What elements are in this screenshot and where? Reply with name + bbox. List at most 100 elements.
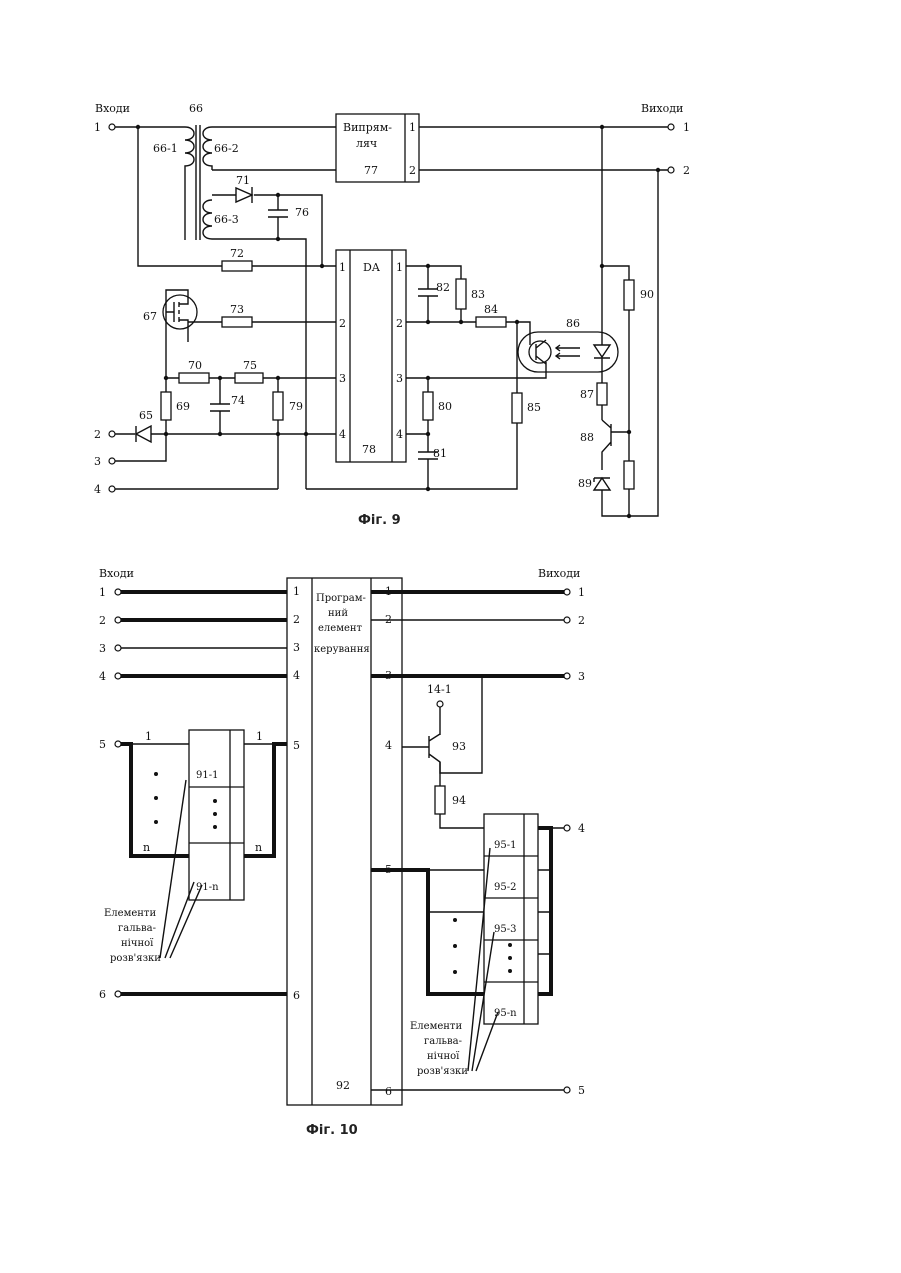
resistor-72 bbox=[222, 317, 252, 327]
diode-70 bbox=[236, 188, 252, 202]
fig10-input-terminal-1[interactable] bbox=[115, 589, 121, 595]
fig9-input-pin-4: 4 bbox=[94, 483, 101, 496]
fig10-input-terminal-6[interactable] bbox=[115, 991, 121, 997]
fig10-output-terminal-5[interactable] bbox=[564, 1087, 570, 1093]
legend-left-2: гальва- bbox=[118, 923, 156, 934]
fig10-output-terminal-4[interactable] bbox=[564, 825, 570, 831]
label-82: 83 bbox=[471, 288, 485, 301]
resistor-84 bbox=[512, 393, 522, 423]
resistor-90 bbox=[624, 461, 634, 489]
chip-right-pin-2: 2 bbox=[396, 317, 403, 330]
supply-label: 14-1 bbox=[427, 683, 452, 696]
fig10-inputs-label: Входи bbox=[99, 567, 134, 580]
left-bus-pin-1: 1 bbox=[293, 585, 300, 598]
label-85: 86 bbox=[566, 317, 580, 330]
label-65: 65 bbox=[139, 409, 153, 422]
fig9-input-terminal-2[interactable] bbox=[109, 431, 115, 437]
fig10-output-terminal-3[interactable] bbox=[564, 673, 570, 679]
label-83: 84 bbox=[484, 303, 498, 316]
iso-95-2: 95-2 bbox=[494, 882, 516, 893]
label-76: 79 bbox=[289, 400, 303, 413]
label-79: 80 bbox=[438, 400, 452, 413]
fig10-input-terminal-2[interactable] bbox=[115, 617, 121, 623]
chip-right-pin-1: 1 bbox=[396, 261, 403, 274]
chip-left-pin-4: 4 bbox=[339, 428, 346, 441]
left-bus-pin-2: 2 bbox=[293, 613, 300, 626]
fig10-output-terminal-2[interactable] bbox=[564, 617, 570, 623]
resistor-94-label: 94 bbox=[452, 794, 466, 807]
rectifier-pin-2: 2 bbox=[409, 164, 416, 177]
transformer-ref: 66 bbox=[189, 102, 203, 115]
label-88: 89 bbox=[578, 477, 592, 490]
fig9-caption: Фіг. 9 bbox=[358, 513, 401, 528]
fig9-outputs-label: Виходи bbox=[641, 102, 683, 115]
controller-label-4: керування bbox=[314, 644, 370, 655]
fig10-input-terminal-3[interactable] bbox=[115, 645, 121, 651]
label-89: 90 bbox=[640, 288, 654, 301]
winding-66-2: 66-2 bbox=[214, 142, 239, 155]
fig10-input-pin-5: 5 bbox=[99, 738, 106, 751]
rectifier-label-1: Випрям- bbox=[343, 121, 392, 134]
winding-66-3: 66-3 bbox=[214, 213, 239, 226]
resistor-94 bbox=[435, 786, 445, 814]
fig10-outputs-label: Виходи bbox=[538, 567, 580, 580]
fig10-input-pin-4: 4 bbox=[99, 670, 106, 683]
zener-88 bbox=[594, 478, 610, 490]
resistor-76 bbox=[273, 392, 283, 420]
figure-10: Входи Виходи Програм- ний елемент керува… bbox=[99, 567, 585, 1138]
resistor-86 bbox=[597, 383, 607, 405]
fig9-output-terminal-1[interactable] bbox=[668, 124, 674, 130]
fig10-input-terminal-4[interactable] bbox=[115, 673, 121, 679]
legend-left-3: нічної bbox=[121, 938, 154, 949]
group-left-top-label: 1 bbox=[145, 730, 152, 743]
fig9-input-terminal-3[interactable] bbox=[109, 458, 115, 464]
right-bus-pin-6: 6 bbox=[385, 1085, 392, 1098]
label-71: 72 bbox=[230, 247, 244, 260]
fig10-output-pin-3: 3 bbox=[578, 670, 585, 683]
fig10-input-terminal-5[interactable] bbox=[115, 741, 121, 747]
label-67: 67 bbox=[143, 310, 157, 323]
diode-65 bbox=[136, 426, 151, 442]
fig10-output-pin-1: 1 bbox=[578, 586, 585, 599]
left-bus-pin-5: 5 bbox=[293, 739, 300, 752]
chip-left-pin-1: 1 bbox=[339, 261, 346, 274]
resistor-69 bbox=[179, 373, 209, 383]
legend-left-4: розв'язки bbox=[110, 953, 161, 964]
rectifier-label-2: ляч bbox=[356, 137, 377, 150]
label-86: 87 bbox=[580, 388, 594, 401]
controller-label-1: Програм- bbox=[316, 593, 366, 604]
label-74: 75 bbox=[243, 359, 257, 372]
legend-right-3: нічної bbox=[427, 1051, 460, 1062]
fig10-input-pin-3: 3 bbox=[99, 642, 106, 655]
rectifier-pin-1: 1 bbox=[409, 121, 416, 134]
fig9-output-pin-2: 2 bbox=[683, 164, 690, 177]
fig9-output-terminal-2[interactable] bbox=[668, 167, 674, 173]
label-69: 70 bbox=[188, 359, 202, 372]
legend-right-2: гальва- bbox=[424, 1036, 462, 1047]
fig9-input-terminal-4[interactable] bbox=[109, 486, 115, 492]
fig10-output-terminal-1[interactable] bbox=[564, 589, 570, 595]
chip-label: DA bbox=[363, 261, 381, 274]
supply-terminal[interactable] bbox=[437, 701, 443, 707]
iso-95-1: 95-1 bbox=[494, 840, 516, 851]
resistor-74 bbox=[235, 373, 263, 383]
fig9-input-terminal-1[interactable] bbox=[109, 124, 115, 130]
fig9-inputs-label: Входи bbox=[95, 102, 130, 115]
fig10-output-pin-5: 5 bbox=[578, 1084, 585, 1097]
fig10-input-pin-1: 1 bbox=[99, 586, 106, 599]
label-84: 85 bbox=[527, 401, 541, 414]
fig10-output-pin-4: 4 bbox=[578, 822, 585, 835]
fig10-output-pin-2: 2 bbox=[578, 614, 585, 627]
controller-block bbox=[287, 578, 402, 1105]
resistor-82 bbox=[456, 279, 466, 309]
legend-right-4: розв'язки bbox=[417, 1066, 468, 1077]
controller-label-2: ний bbox=[328, 608, 348, 619]
right-bus-pin-4: 4 bbox=[385, 739, 392, 752]
fig9-input-pin-3: 3 bbox=[94, 455, 101, 468]
fig9-output-pin-1: 1 bbox=[683, 121, 690, 134]
chip-right-pin-3: 3 bbox=[396, 372, 403, 385]
legend-right-1: Елементи bbox=[410, 1021, 462, 1032]
figure-9: Входи Виходи 66 1 2 3 4 1 2 66-1 66-2 66… bbox=[94, 102, 690, 528]
group-right-top-label: 1 bbox=[256, 730, 263, 743]
